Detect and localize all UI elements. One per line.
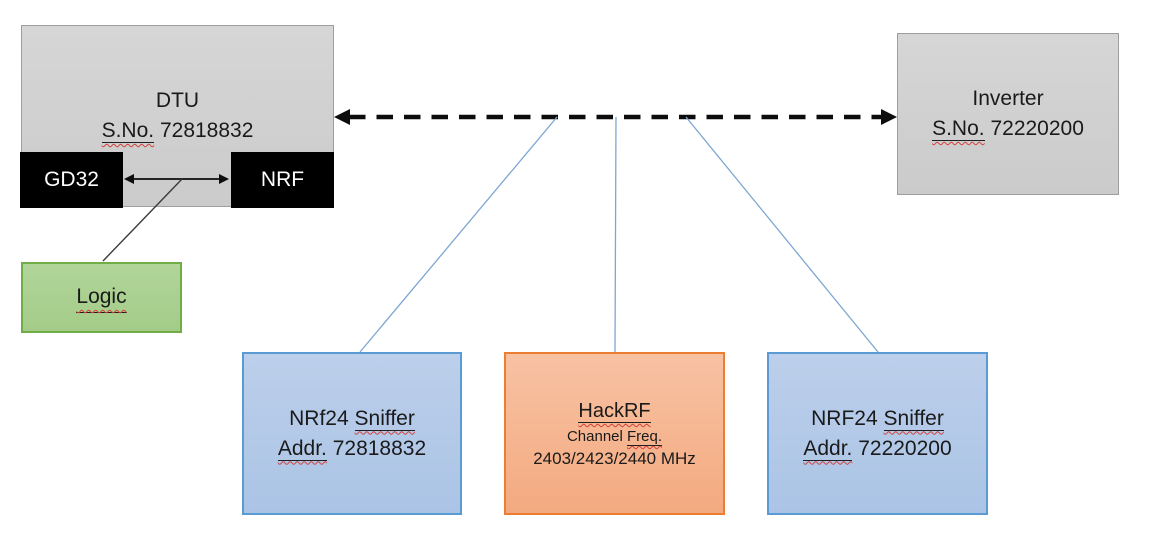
inverter-serial-number: 72220200	[990, 117, 1084, 140]
nrf24-sniffer-right-box: NRF24 Sniffer Addr. 72220200	[767, 352, 988, 515]
sniffer-left-model: NRf24	[289, 406, 349, 430]
nrf-chip-box: NRF	[231, 152, 334, 208]
hackrf-box: HackRF Channel Freq. 2403/2423/2440 MHz	[504, 352, 725, 515]
inverter-serial-label: S.No.	[932, 117, 985, 141]
sniffer-left-addr-label: Addr.	[277, 436, 327, 461]
inverter-serial: S.No. 72220200	[932, 114, 1084, 144]
sniffer-right-addr-label: Addr.	[803, 436, 853, 461]
sniffer-left-address: Addr. 72818832	[277, 434, 427, 464]
hackrf-title-line: HackRF	[578, 396, 651, 426]
sniffer-right-title: NRF24 Sniffer	[811, 404, 944, 434]
hackrf-channel-label: Channel Freq.	[566, 426, 663, 447]
hackrf-freq-word: Freq.	[627, 428, 663, 446]
gd32-label: GD32	[44, 168, 99, 191]
sniffer-right-addr-number: 72220200	[858, 436, 952, 460]
nrf24-sniffer-left-box: NRf24 Sniffer Addr. 72818832	[242, 352, 462, 515]
dtu-serial-number: 72818832	[159, 119, 254, 142]
hackrf-title: HackRF	[578, 400, 651, 423]
sniffer-right-name: Sniffer	[883, 406, 944, 431]
dashed-arrowhead-right	[881, 109, 897, 125]
gd32-chip-box: GD32	[20, 152, 123, 208]
dashed-arrowhead-left	[334, 109, 350, 125]
sniffer-left-connector-line	[359, 116, 558, 353]
nrf-label: NRF	[260, 168, 305, 191]
dtu-inverter-dashed-arrow	[334, 109, 897, 125]
sniffer-left-addr-number: 72818832	[332, 436, 427, 460]
hackrf-frequencies: 2403/2423/2440 MHz	[533, 449, 696, 468]
logic-label: Logic	[76, 282, 127, 313]
dtu-serial-label: S.No.	[101, 119, 155, 143]
dtu-serial: S.No. 72818832	[101, 116, 254, 146]
sniffer-right-connector-line	[685, 116, 879, 353]
sniffer-left-title: NRf24 Sniffer	[289, 404, 415, 434]
inverter-title: Inverter	[972, 87, 1044, 110]
hackrf-channel-word: Channel	[566, 428, 623, 445]
logic-box: Logic	[21, 262, 182, 333]
dtu-title: DTU	[155, 89, 200, 112]
sniffer-right-address: Addr. 72220200	[803, 434, 952, 464]
sniffer-left-name: Sniffer	[354, 406, 415, 431]
inverter-box: Inverter S.No. 72220200	[897, 33, 1119, 195]
hackrf-connector-line	[614, 116, 617, 353]
sniffer-right-model: NRF24	[811, 406, 878, 430]
